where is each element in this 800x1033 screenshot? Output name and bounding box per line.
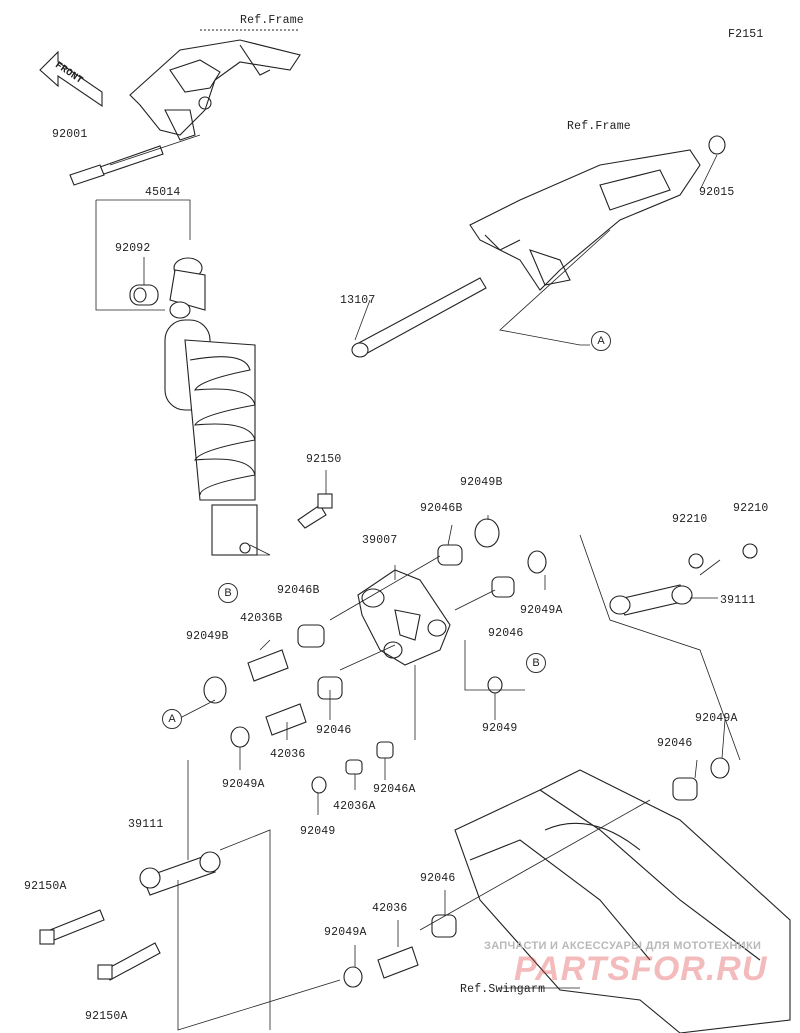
part-label-92049A-right: 92049A — [695, 712, 738, 725]
bearing-92046B-left — [297, 624, 325, 648]
part-label-45014: 45014 — [145, 186, 181, 199]
part-label-92046B-top: 92046B — [420, 502, 463, 515]
figure-code: F2151 — [728, 28, 764, 41]
part-label-92049-low: 92049 — [300, 825, 336, 838]
bearing-92046B-top — [437, 544, 463, 566]
part-label-39111-left: 39111 — [128, 818, 164, 831]
washer-92049A-right — [710, 757, 730, 779]
part-label-92049A-mid: 92049A — [520, 604, 563, 617]
part-label-92001: 92001 — [52, 128, 88, 141]
bearing-92046A — [376, 741, 394, 759]
part-label-92210-b: 92210 — [733, 502, 769, 515]
washer-92049-low — [311, 776, 327, 794]
front-arrow-icon — [39, 50, 103, 108]
part-label-92092: 92092 — [115, 242, 151, 255]
sleeve-42036B — [247, 649, 289, 682]
watermark-text: ЗАПЧАСТИ И АКСЕССУАРЫ ДЛЯ МОТОТЕХНИКИ — [484, 940, 762, 952]
part-label-92049A-left: 92049A — [222, 778, 265, 791]
bolt-92001 — [69, 134, 201, 186]
sleeve-42036A — [345, 759, 363, 775]
washer-92049B-left — [203, 676, 227, 704]
washer-92049B-top — [474, 518, 500, 548]
right-frame-bracket — [469, 149, 701, 291]
washer-92015 — [708, 135, 726, 155]
bearing-92046-mid — [491, 576, 515, 598]
part-label-42036B: 42036B — [240, 612, 283, 625]
bolt-92150A-top — [39, 909, 105, 945]
part-label-92049B-left: 92049B — [186, 630, 229, 643]
swingarm — [454, 769, 791, 1033]
washer-92049 — [487, 676, 503, 694]
callout-b-rocker: B — [526, 653, 546, 673]
shaft-13107 — [351, 277, 487, 358]
part-label-92150A-bottom: 92150A — [85, 1010, 128, 1023]
part-label-92049A-low: 92049A — [324, 926, 367, 939]
callout-a-frame: A — [591, 331, 611, 351]
bolt-92150A-bottom — [97, 942, 161, 981]
collar-92092 — [129, 284, 159, 306]
part-label-42036A: 42036A — [333, 800, 376, 813]
part-label-92046-right: 92046 — [657, 737, 693, 750]
part-label-92015: 92015 — [699, 186, 735, 199]
part-label-92046-left: 92046 — [316, 724, 352, 737]
upper-frame-bracket — [129, 29, 301, 141]
sleeve-42036-low — [377, 946, 419, 979]
callout-a-left: A — [162, 709, 182, 729]
part-label-92046B-left: 92046B — [277, 584, 320, 597]
callout-b-shock: B — [218, 583, 238, 603]
ref-frame-right-label: Ref.Frame — [567, 120, 631, 133]
washer-92049A-low — [343, 966, 363, 988]
ref-swingarm-label: Ref.Swingarm — [460, 983, 546, 996]
bolt-92150 — [297, 493, 333, 529]
ref-frame-top-label: Ref.Frame — [240, 14, 304, 27]
part-label-92046-low: 92046 — [420, 872, 456, 885]
part-label-92210-a: 92210 — [672, 513, 708, 526]
washer-92049A-left — [230, 726, 250, 748]
part-label-39111-right: 39111 — [720, 594, 756, 607]
tie-rod-left — [139, 851, 221, 896]
part-label-92150: 92150 — [306, 453, 342, 466]
part-label-92046-mid: 92046 — [488, 627, 524, 640]
bearing-92046-low — [431, 914, 457, 938]
nut-92210-b — [742, 543, 758, 559]
watermark-logo: PARTSFOR.RU — [514, 950, 768, 988]
bearing-92046-right — [672, 777, 698, 801]
part-label-39007: 39007 — [362, 534, 398, 547]
part-label-92046A: 92046A — [373, 783, 416, 796]
sleeve-42036 — [265, 703, 307, 736]
part-label-42036: 42036 — [270, 748, 306, 761]
part-label-92150A-top: 92150A — [24, 880, 67, 893]
rocker-arm-39007 — [357, 569, 451, 666]
leader-lines — [95, 154, 741, 1031]
part-label-92049B-top: 92049B — [460, 476, 503, 489]
nut-92210-a — [688, 553, 704, 569]
shock-absorber — [164, 257, 258, 556]
part-label-13107: 13107 — [340, 294, 376, 307]
washer-92049A-mid — [527, 550, 547, 574]
part-label-42036-low: 42036 — [372, 902, 408, 915]
part-label-92049: 92049 — [482, 722, 518, 735]
tie-rod-right — [609, 584, 693, 616]
